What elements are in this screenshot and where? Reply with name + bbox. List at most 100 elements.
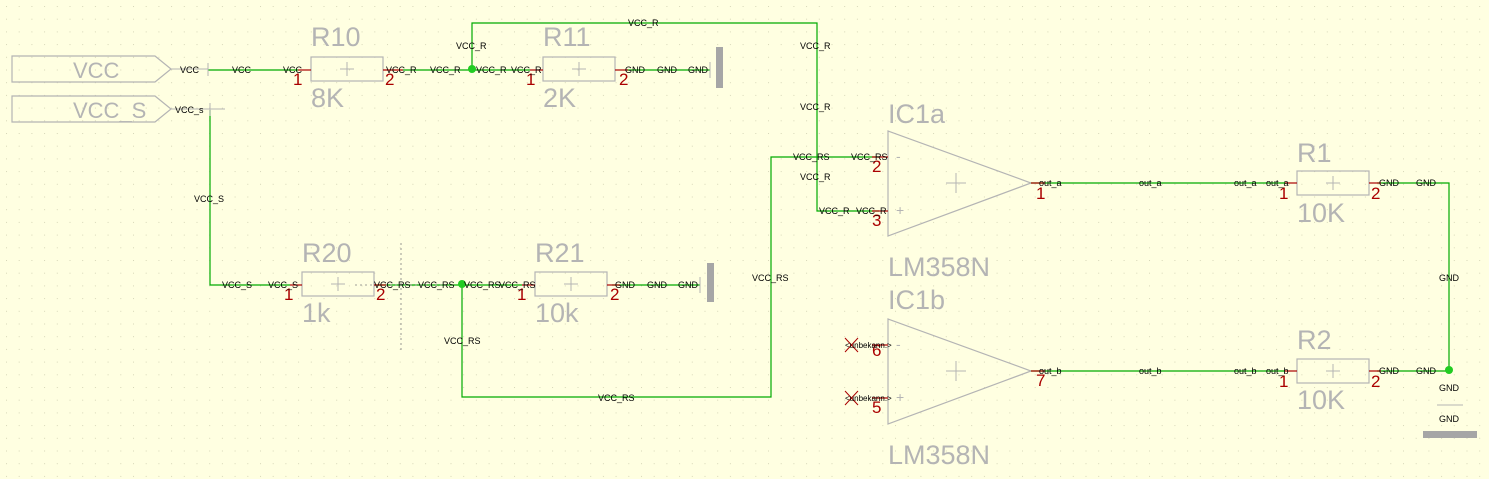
net-label[interactable]: VCC: [232, 65, 252, 75]
net-label[interactable]: VCC_RS: [851, 152, 888, 162]
net-label[interactable]: VCC_R: [819, 206, 850, 216]
net-label[interactable]: VCC_R: [800, 102, 831, 112]
wire-vcc-rs-loop[interactable]: [461, 156, 879, 398]
r20-pin2: 2: [376, 285, 385, 304]
ic1b-pin5: 5: [872, 398, 881, 417]
net-label[interactable]: VCC_RS: [598, 393, 635, 403]
resistor-r21[interactable]: R21 10k 1 2: [517, 238, 620, 328]
net-label[interactable]: VCC_R: [511, 65, 542, 75]
net-label-unconnected[interactable]: <unbekann.>: [845, 394, 892, 403]
ground-symbol-main[interactable]: [1423, 431, 1477, 438]
net-label[interactable]: out_b: [1266, 366, 1289, 376]
wire-gnd-right[interactable]: [1377, 182, 1450, 371]
net-label[interactable]: VCC_S: [194, 194, 224, 204]
r20-pin1: 1: [284, 285, 293, 304]
r10-value: 8K: [311, 83, 344, 113]
net-label[interactable]: VCC_RS: [444, 336, 481, 346]
ic1b-plus: +: [896, 389, 904, 405]
net-label[interactable]: GND: [1379, 178, 1400, 188]
net-label[interactable]: out_a: [1139, 178, 1162, 188]
unconnected-markers: [844, 337, 859, 406]
net-label[interactable]: VCC_RS: [418, 280, 455, 290]
port-vcc-s[interactable]: VCC_S: [11, 95, 225, 123]
port-vcc[interactable]: VCC: [11, 55, 209, 83]
net-label[interactable]: out_b: [1139, 366, 1162, 376]
r1-name: R1: [1297, 138, 1332, 168]
ic1a-pin1: 1: [1036, 184, 1045, 203]
net-label[interactable]: VCC_RS: [793, 152, 830, 162]
r11-value: 2K: [543, 83, 576, 113]
wire-vcc-r-loop[interactable]: [471, 22, 879, 212]
net-label[interactable]: GND: [688, 65, 709, 75]
net-label[interactable]: out_a: [1266, 178, 1289, 188]
opamp-ic1b[interactable]: - + IC1b LM358N 6 5 7: [844, 285, 1045, 470]
net-label[interactable]: GND: [657, 65, 678, 75]
resistor-r2[interactable]: R2 10K 1 2: [1279, 325, 1381, 415]
net-label[interactable]: VCC_S: [222, 280, 252, 290]
junction-gnd[interactable]: [1445, 366, 1453, 374]
net-label[interactable]: out_a: [1039, 178, 1062, 188]
net-label[interactable]: VCC_R: [430, 65, 461, 75]
net-label[interactable]: VCC: [180, 65, 200, 75]
resistor-r10[interactable]: R10 8K 1 2: [293, 22, 403, 113]
r1-value: 10K: [1297, 198, 1345, 228]
ic1a-plus: +: [896, 202, 904, 218]
net-label[interactable]: VCC_RS: [464, 280, 501, 290]
opamp-ic1a[interactable]: - + IC1a LM358N 2 3 1: [872, 99, 1045, 282]
net-label[interactable]: GND: [615, 280, 636, 290]
net-label[interactable]: VCC_s: [175, 105, 204, 115]
wires: [208, 22, 1450, 398]
net-label[interactable]: GND: [678, 280, 699, 290]
ic1a-pin3: 3: [872, 211, 881, 230]
ic1b-name: IC1b: [888, 285, 945, 315]
wire-vcc-s[interactable]: [209, 110, 290, 286]
r2-name: R2: [1297, 325, 1332, 355]
net-label-unconnected[interactable]: <unbekann.>: [845, 341, 892, 350]
resistor-r1[interactable]: R1 10K 1 2: [1279, 138, 1381, 228]
r1-pin2: 2: [1371, 184, 1380, 203]
r2-value: 10K: [1297, 385, 1345, 415]
net-label[interactable]: VCC_R: [800, 41, 831, 51]
net-label[interactable]: VCC_R: [386, 65, 417, 75]
net-label[interactable]: VCC_R: [628, 18, 659, 28]
r10-pin2: 2: [385, 70, 394, 89]
net-label[interactable]: GND: [1439, 414, 1460, 424]
net-label[interactable]: GND: [1439, 273, 1460, 283]
net-label[interactable]: VCC_RS: [499, 280, 536, 290]
r21-value: 10k: [535, 298, 579, 328]
net-label[interactable]: VCC_R: [476, 65, 507, 75]
net-label[interactable]: GND: [647, 280, 668, 290]
net-label[interactable]: VCC_R: [800, 172, 831, 182]
ic1b-value: LM358N: [888, 440, 990, 470]
junction-vcc-rs[interactable]: [458, 280, 466, 288]
r11-pin1: 1: [526, 70, 535, 89]
r20-name: R20: [302, 238, 352, 268]
r11-pin2: 2: [619, 70, 628, 89]
net-label[interactable]: VCC_S: [268, 280, 298, 290]
net-label[interactable]: GND: [1416, 178, 1437, 188]
net-label[interactable]: VCC_RS: [374, 280, 411, 290]
net-label[interactable]: GND: [625, 65, 646, 75]
ground-symbol-r11[interactable]: [716, 47, 723, 88]
resistor-r20[interactable]: R20 1k 1 2: [284, 238, 386, 328]
net-label[interactable]: VCC: [283, 65, 303, 75]
net-label[interactable]: GND: [1416, 366, 1437, 376]
net-label[interactable]: VCC_RS: [752, 273, 789, 283]
junction-vcc-r[interactable]: [468, 65, 476, 73]
net-label[interactable]: out_a: [1234, 178, 1257, 188]
net-label[interactable]: GND: [1379, 366, 1400, 376]
r21-pin1: 1: [517, 285, 526, 304]
net-label[interactable]: VCC_R: [456, 41, 487, 51]
ic1a-minus: -: [896, 148, 901, 164]
net-label[interactable]: out_b: [1234, 366, 1257, 376]
ground-symbol-r21[interactable]: [707, 263, 714, 302]
ic1a-name: IC1a: [888, 99, 946, 129]
r10-name: R10: [311, 22, 361, 52]
net-label[interactable]: out_b: [1039, 366, 1062, 376]
net-label[interactable]: GND: [1439, 383, 1460, 393]
resistor-r11[interactable]: R11 2K 1 2: [526, 22, 628, 113]
net-label[interactable]: VCC_R: [856, 206, 887, 216]
r21-pin2: 2: [610, 285, 619, 304]
